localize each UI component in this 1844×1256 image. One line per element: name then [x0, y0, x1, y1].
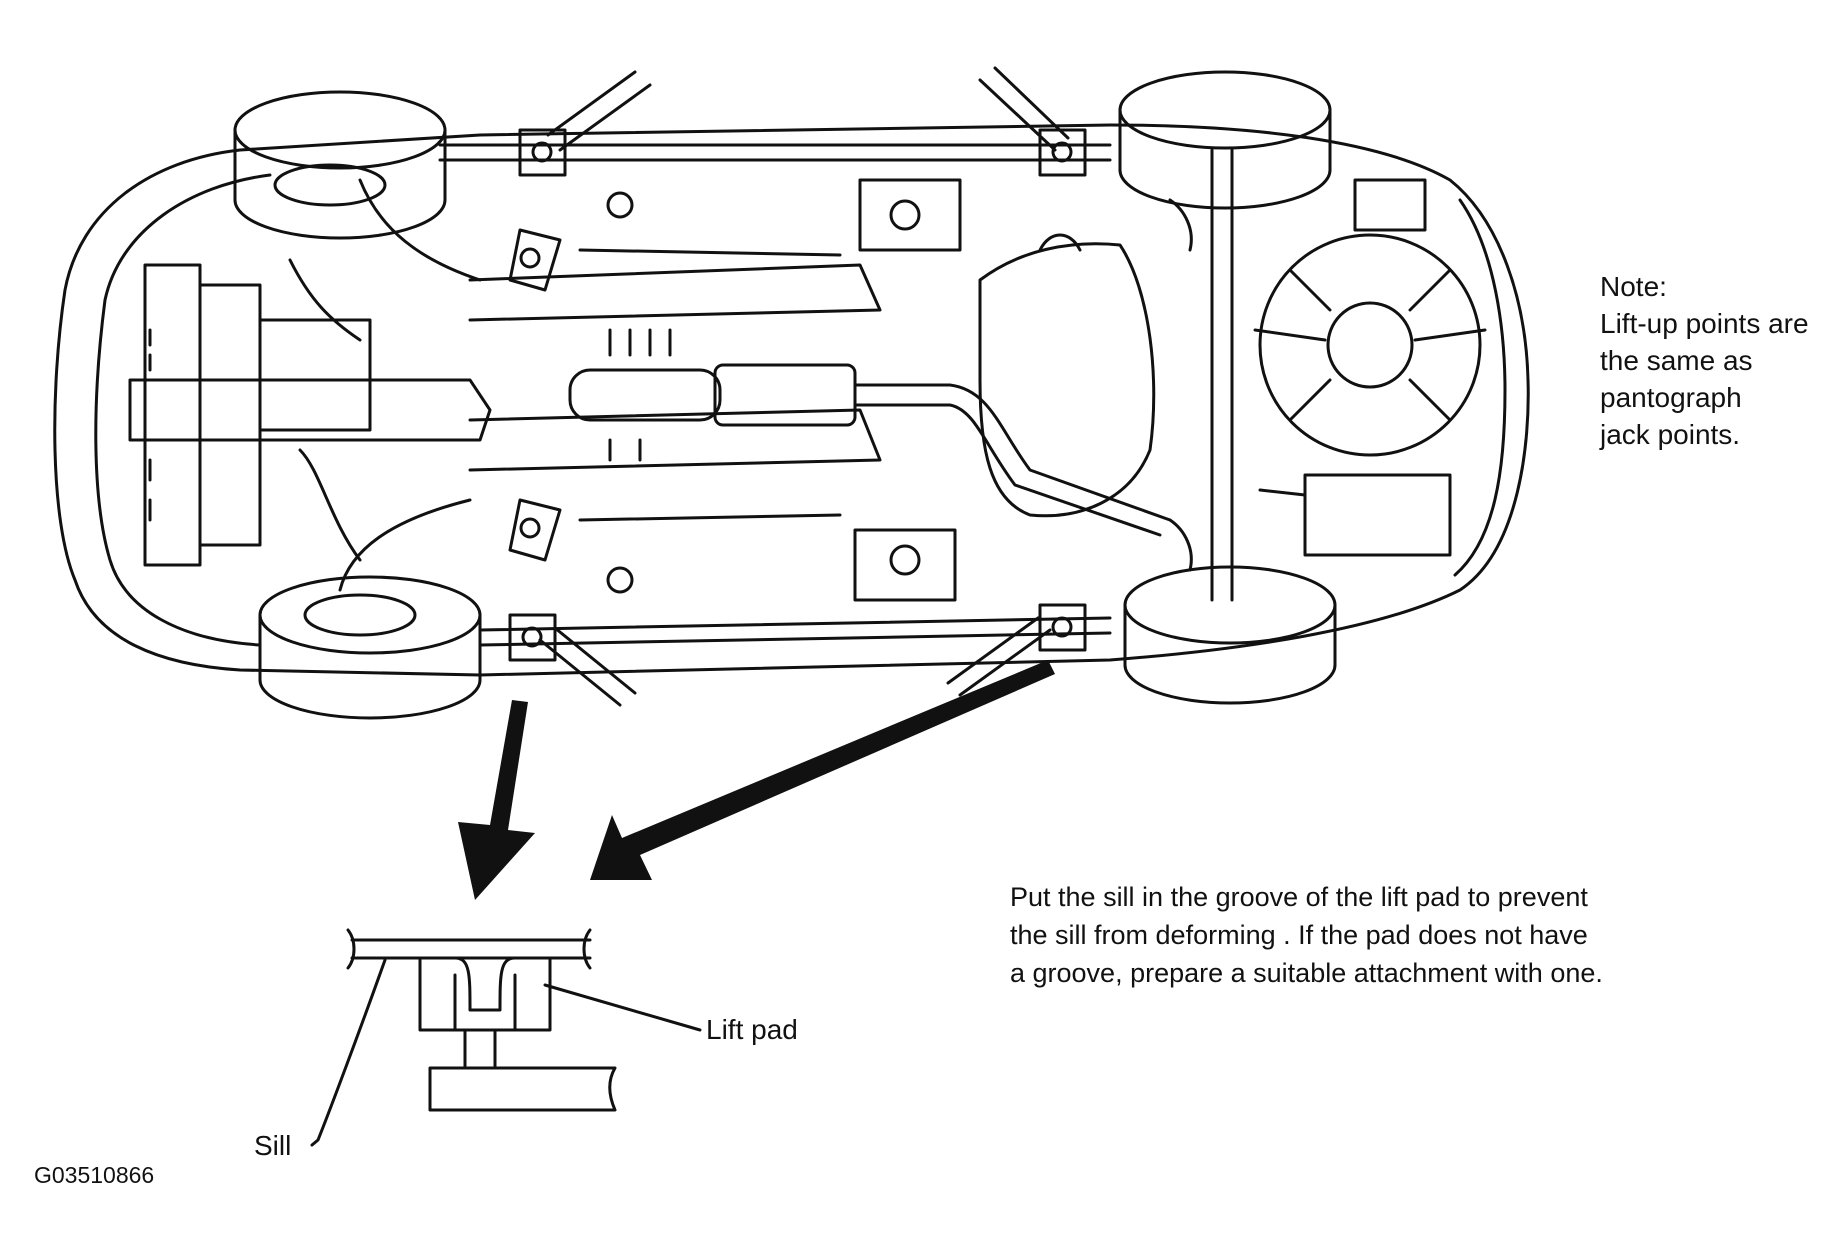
instruction-line: Put the sill in the groove of the lift p… [1010, 882, 1588, 912]
note-line: pantograph [1600, 382, 1742, 413]
front-left-wheel [233, 90, 447, 240]
lift-arm-front-right [508, 613, 637, 707]
callout-arrows [458, 660, 1055, 900]
note-block: Note: Lift-up points are the same as pan… [1600, 268, 1809, 453]
exhaust-system [468, 263, 1172, 537]
side-sills [438, 143, 1112, 647]
lift-arm-rear-left [978, 66, 1087, 177]
rear-muffler [1258, 178, 1452, 557]
front-right-wheel [258, 575, 482, 720]
instruction-line: a groove, prepare a suitable attachment … [1010, 958, 1603, 988]
rear-right-wheel [1123, 565, 1337, 705]
spare-tire-well [1253, 233, 1487, 457]
floor-pan-details [508, 178, 962, 602]
sill-leader-line [310, 958, 387, 1147]
lift-arm-front-left [518, 70, 652, 177]
sill-lift-pad-detail [310, 928, 702, 1147]
fuel-tank [978, 233, 1156, 518]
figure-code: G03510866 [34, 1162, 155, 1188]
sill-label: Sill [254, 1130, 292, 1161]
note-line: the same as [1600, 345, 1753, 376]
lift-pad-label: Lift pad [706, 1014, 798, 1045]
rear-axle [1168, 148, 1234, 602]
instruction-text: Put the sill in the groove of the lift p… [1010, 878, 1603, 992]
car-body-outline [53, 123, 1530, 677]
note-line: Lift-up points are [1600, 308, 1809, 339]
note-line: jack points. [1600, 419, 1741, 450]
rear-left-wheel [1118, 70, 1332, 210]
instruction-line: the sill from deforming . If the pad doe… [1010, 920, 1588, 950]
lift-pad-leader-line [543, 983, 702, 1032]
lift-arm-rear-right [946, 603, 1087, 697]
engine-compartment [128, 178, 492, 592]
note-title: Note: [1600, 271, 1667, 302]
